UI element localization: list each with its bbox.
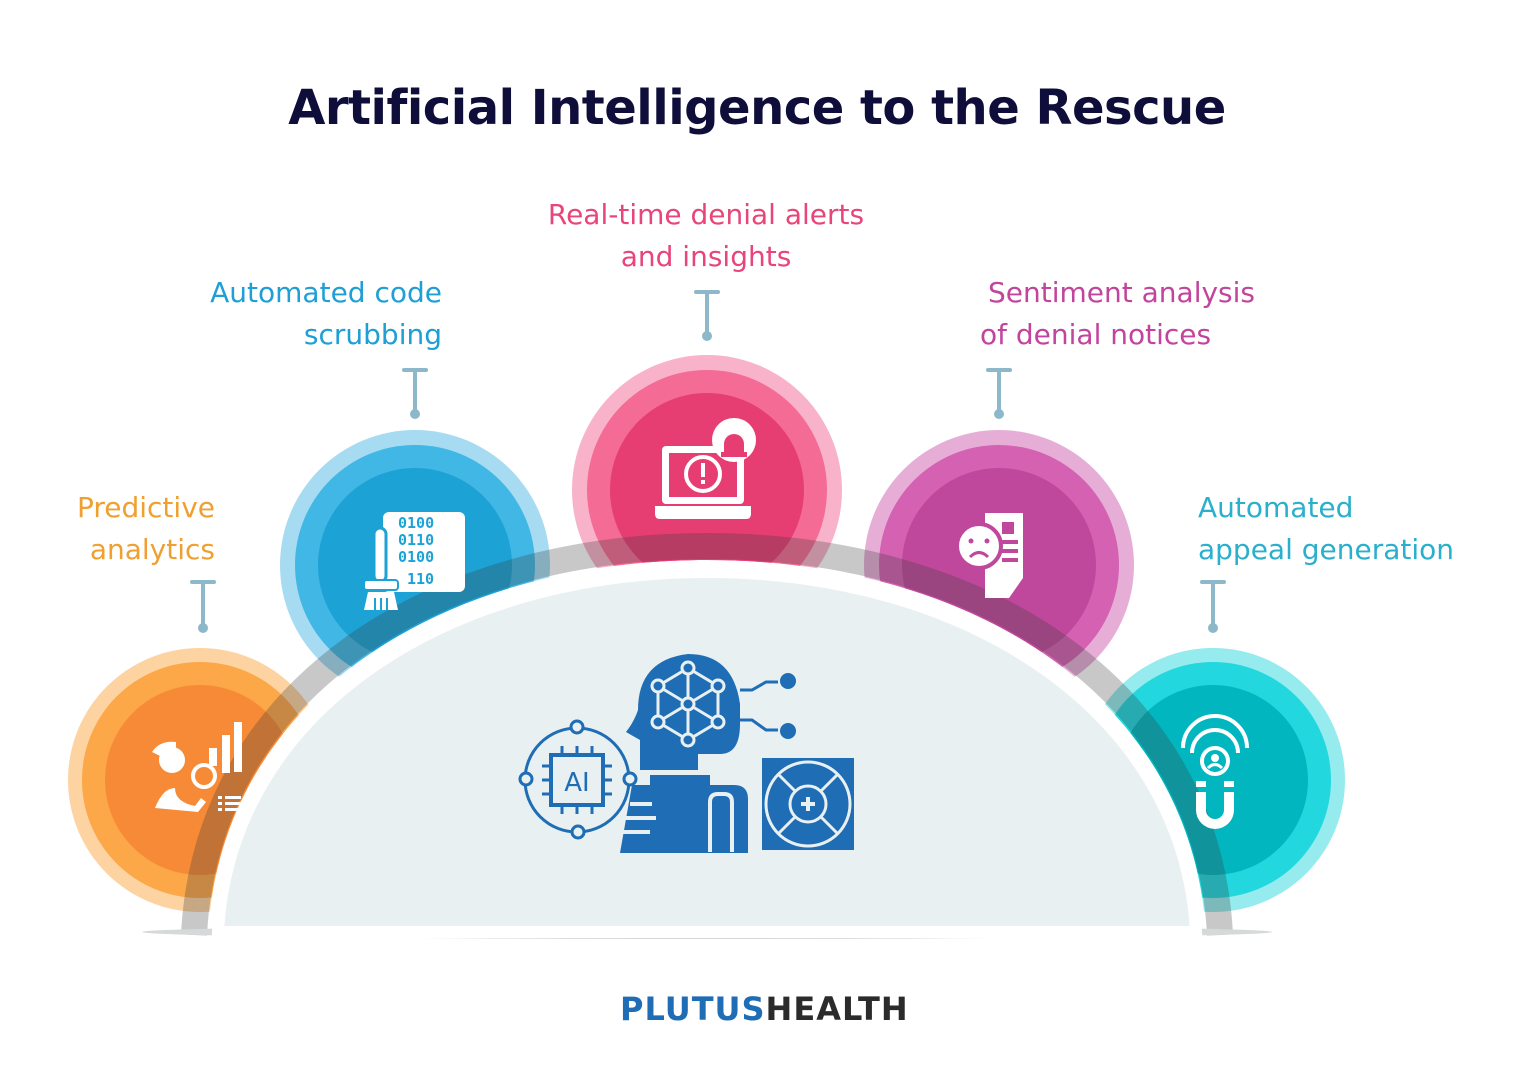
svg-text:110: 110 <box>407 570 434 588</box>
ai-head-lifebuoy-icon: AI <box>518 654 854 853</box>
label-line: Automated code <box>210 276 442 309</box>
label-predictive-analytics: Predictive analytics <box>62 487 215 571</box>
binary-brush-icon: 0100 0110 0100 110 <box>363 512 465 610</box>
logo-part-plutus: PLUTUS <box>620 990 766 1028</box>
label-line: scrubbing <box>303 318 442 351</box>
label-denial-alerts: Real-time denial alerts and insights <box>506 194 906 278</box>
svg-text:0100: 0100 <box>398 514 434 532</box>
laptop-alarm-icon <box>655 418 756 519</box>
label-code-scrubbing: Automated code scrubbing <box>170 272 442 356</box>
plutus-health-logo: PLUTUSHEALTH <box>620 990 909 1028</box>
label-line: appeal generation <box>1198 533 1455 566</box>
label-line: Automated <box>1198 491 1354 524</box>
svg-text:0110: 0110 <box>398 531 434 549</box>
label-line: Predictive <box>76 491 215 524</box>
sad-document-icon <box>955 513 1023 598</box>
label-line: analytics <box>89 533 215 566</box>
magnet-user-icon <box>1181 714 1249 829</box>
connectors <box>190 290 1226 633</box>
label-line: of denial notices <box>980 318 1212 351</box>
label-line: Real-time denial alerts <box>547 198 865 231</box>
label-appeal-generation: Automated appeal generation <box>1198 487 1518 571</box>
label-sentiment-analysis: Sentiment analysis of denial notices <box>980 272 1300 356</box>
svg-text:0100: 0100 <box>398 548 434 566</box>
logo-part-health: HEALTH <box>765 990 909 1028</box>
page-title: Artificial Intelligence to the Rescue <box>288 80 1226 136</box>
svg-text:AI: AI <box>564 768 589 798</box>
label-line: Sentiment analysis <box>988 276 1255 309</box>
label-line: and insights <box>620 240 792 273</box>
analyst-chart-icon <box>152 722 242 812</box>
